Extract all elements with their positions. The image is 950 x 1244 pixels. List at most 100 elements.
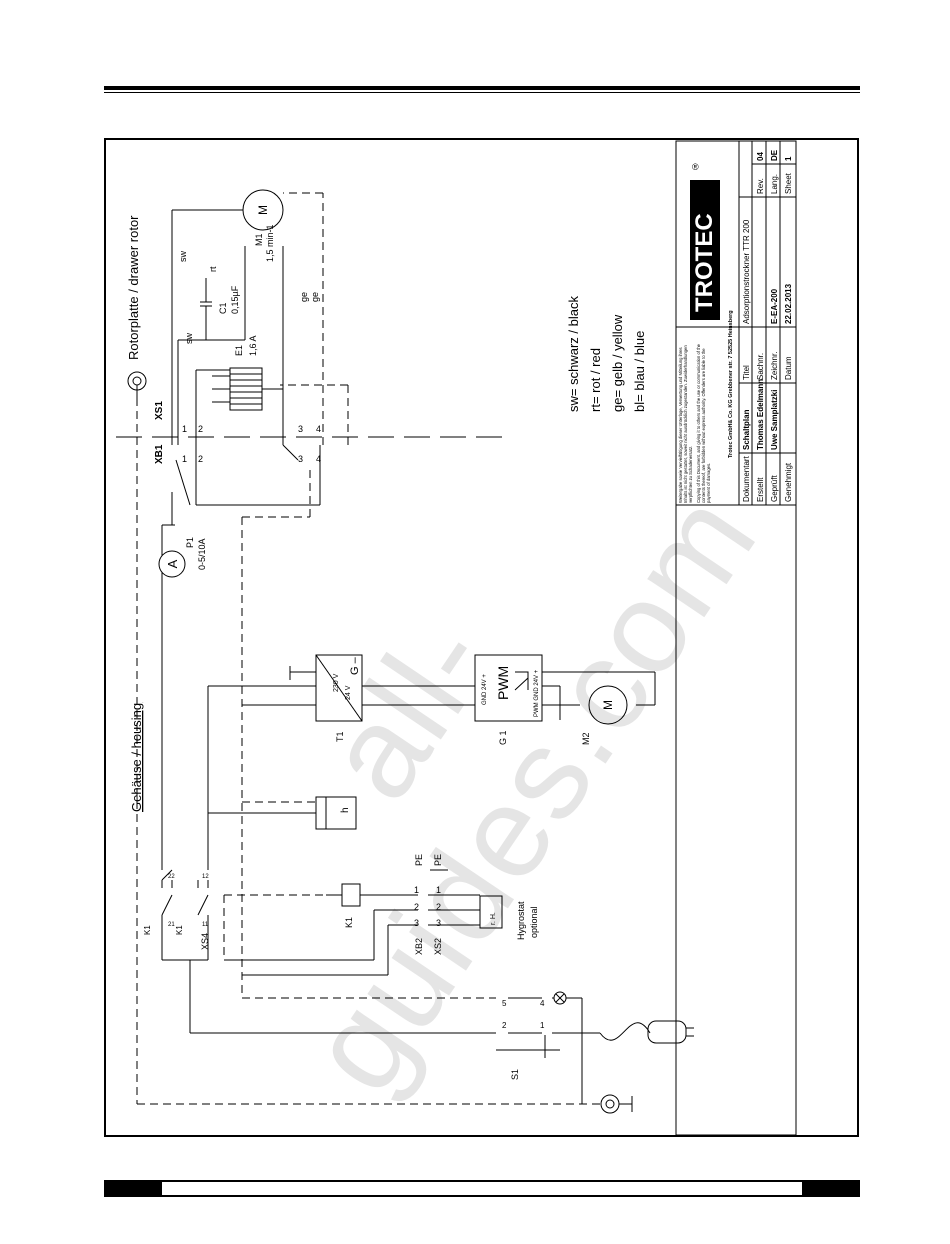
xs2-label: XS2	[433, 938, 443, 955]
motor1-ref: M1	[254, 233, 264, 246]
legend-item-yellow: ge= gelb / yellow	[610, 314, 625, 412]
motor2-ref: M2	[581, 732, 591, 745]
tb-value-rev: 04	[756, 152, 765, 161]
legend-item-blue: bl= blau / blue	[632, 331, 647, 412]
tb-value-erstellt: Thomas Edelmann	[756, 379, 765, 450]
svg-text:22: 22	[168, 874, 175, 880]
svg-text:2: 2	[502, 1021, 507, 1030]
svg-text:2: 2	[198, 454, 203, 464]
tb-value-geprueft: Uwe Samplatzki	[770, 390, 779, 450]
motor1-speed: 1,5 min-1	[265, 224, 275, 262]
pe-label-1: PE	[414, 854, 424, 866]
legend-item-red: rt= rot / red	[588, 348, 603, 412]
k1-contact-label-1: K1	[143, 925, 152, 935]
svg-text:G –: G –	[349, 656, 361, 675]
tb-value-titel: Adsorptionstrockner TTR 200	[742, 219, 751, 324]
hour-counter	[315, 796, 357, 830]
wire-tag-ge-2: ge	[310, 292, 320, 302]
k1-coil	[341, 883, 361, 907]
svg-text:1: 1	[414, 885, 419, 895]
motor1-symbol: M	[256, 205, 270, 215]
s1-label: S1	[510, 1069, 520, 1080]
svg-text:5: 5	[502, 999, 507, 1008]
wire-tag-sw-2: sw	[184, 333, 194, 345]
k1-contact-label-2: K1	[175, 925, 184, 935]
svg-text:2: 2	[414, 902, 419, 912]
transformer-output: 24 V	[345, 685, 352, 700]
pwm-bottom-pins: PWM GND 24V +	[534, 669, 540, 717]
transformer-ref: T1	[335, 731, 345, 742]
wire-tag-ge-1: ge	[299, 292, 309, 302]
wire-tag-sw-1: sw	[178, 251, 188, 263]
k1-coil-label: K1	[344, 917, 354, 928]
pe-label-2: PE	[433, 854, 443, 866]
pwm-label: PWM	[495, 666, 511, 700]
svg-text:2: 2	[436, 902, 441, 912]
svg-text:12: 12	[202, 874, 209, 880]
xs1-label: XS1	[154, 401, 165, 420]
legend-item-black: sw= schwarz / black	[566, 296, 581, 412]
header-rule-thin	[104, 92, 860, 93]
header-rule-thick	[104, 86, 860, 90]
svg-text:1: 1	[436, 885, 441, 895]
tb-value-lang: DE	[770, 149, 779, 161]
capacitor-value: 0,15µF	[230, 285, 240, 314]
hygrostat-label: Hygrostat	[516, 901, 526, 940]
title-block	[675, 140, 797, 1136]
svg-text:4: 4	[316, 454, 321, 464]
tb-key-titel: Titel	[742, 365, 751, 380]
svg-text:1: 1	[540, 1021, 545, 1030]
svg-text:1: 1	[182, 454, 187, 464]
ammeter-ref: P1	[185, 537, 195, 548]
motor2-symbol: M	[601, 700, 615, 710]
tb-key-datum: Datum	[784, 356, 793, 380]
hygrostat	[479, 895, 503, 929]
hygrostat-optional: optional	[529, 906, 539, 938]
hygrostat-rh: r. H.	[490, 912, 497, 925]
capacitor-ref: C1	[218, 302, 228, 314]
heater-value: 1,6 A	[248, 335, 258, 356]
tb-key-dokumentart: Dokumentart	[742, 455, 751, 502]
svg-text:4: 4	[540, 999, 545, 1008]
rotor-label: Rotorplatte / drawer rotor	[126, 215, 141, 360]
wire-tag-rt: rt	[208, 266, 218, 272]
housing-label: Gehäuse / housing	[129, 703, 144, 812]
tb-value-datum: 22.02.2013	[784, 283, 793, 324]
drawing-frame	[104, 138, 859, 1137]
wire-color-legend: sw= schwarz / black rt= rot / red ge= ge…	[566, 296, 647, 412]
tb-key-sachnr: Sachnr.	[756, 353, 765, 380]
copyright-en: Copying of this Document, and giving it …	[696, 344, 711, 503]
svg-text:11: 11	[202, 922, 209, 928]
copyright-notice: Weitergabe sowie Vervielfältigung dieser…	[678, 344, 711, 503]
brand-name: TROTEC	[691, 213, 718, 312]
tb-key-erstellt: Erstellt	[756, 477, 765, 502]
tb-key-genehmigt: Genehmigt	[784, 462, 793, 502]
xb1-label: XB1	[154, 444, 165, 464]
tb-value-zeichnr: E-EA-200	[770, 288, 779, 324]
tb-value-dokumentart: Schaltplan	[742, 409, 751, 450]
svg-text:3: 3	[298, 454, 303, 464]
pwm-ref: G 1	[498, 730, 508, 745]
tb-key-sheet: Sheet	[784, 172, 793, 194]
trotec-logo	[690, 180, 720, 320]
ammeter-symbol: A	[165, 559, 180, 568]
svg-text:1: 1	[182, 424, 187, 434]
hour-counter-symbol: h	[340, 807, 351, 813]
svg-text:21: 21	[168, 922, 175, 928]
tb-value-sheet: 1	[784, 156, 793, 161]
company-address: Trotec GmbH& Co. KG Grebbener str. 7 525…	[728, 310, 734, 458]
heater-ref: E1	[234, 345, 244, 356]
xs4-label: XS4	[200, 933, 210, 950]
ammeter-range: 0-5/10A	[197, 538, 207, 570]
copyright-de: Weitergabe sowie Vervielfältigung dieser…	[678, 345, 693, 503]
svg-text:2: 2	[198, 424, 203, 434]
tb-key-zeichnr: Zeichnr.	[770, 352, 779, 380]
svg-text:4: 4	[316, 424, 321, 434]
brand-registered: ®	[692, 162, 699, 172]
svg-text:3: 3	[436, 918, 441, 928]
svg-text:3: 3	[414, 918, 419, 928]
xb2-label: XB2	[414, 938, 424, 955]
tb-key-rev: Rev.	[756, 178, 765, 194]
tb-key-lang: Lang.	[770, 174, 779, 194]
